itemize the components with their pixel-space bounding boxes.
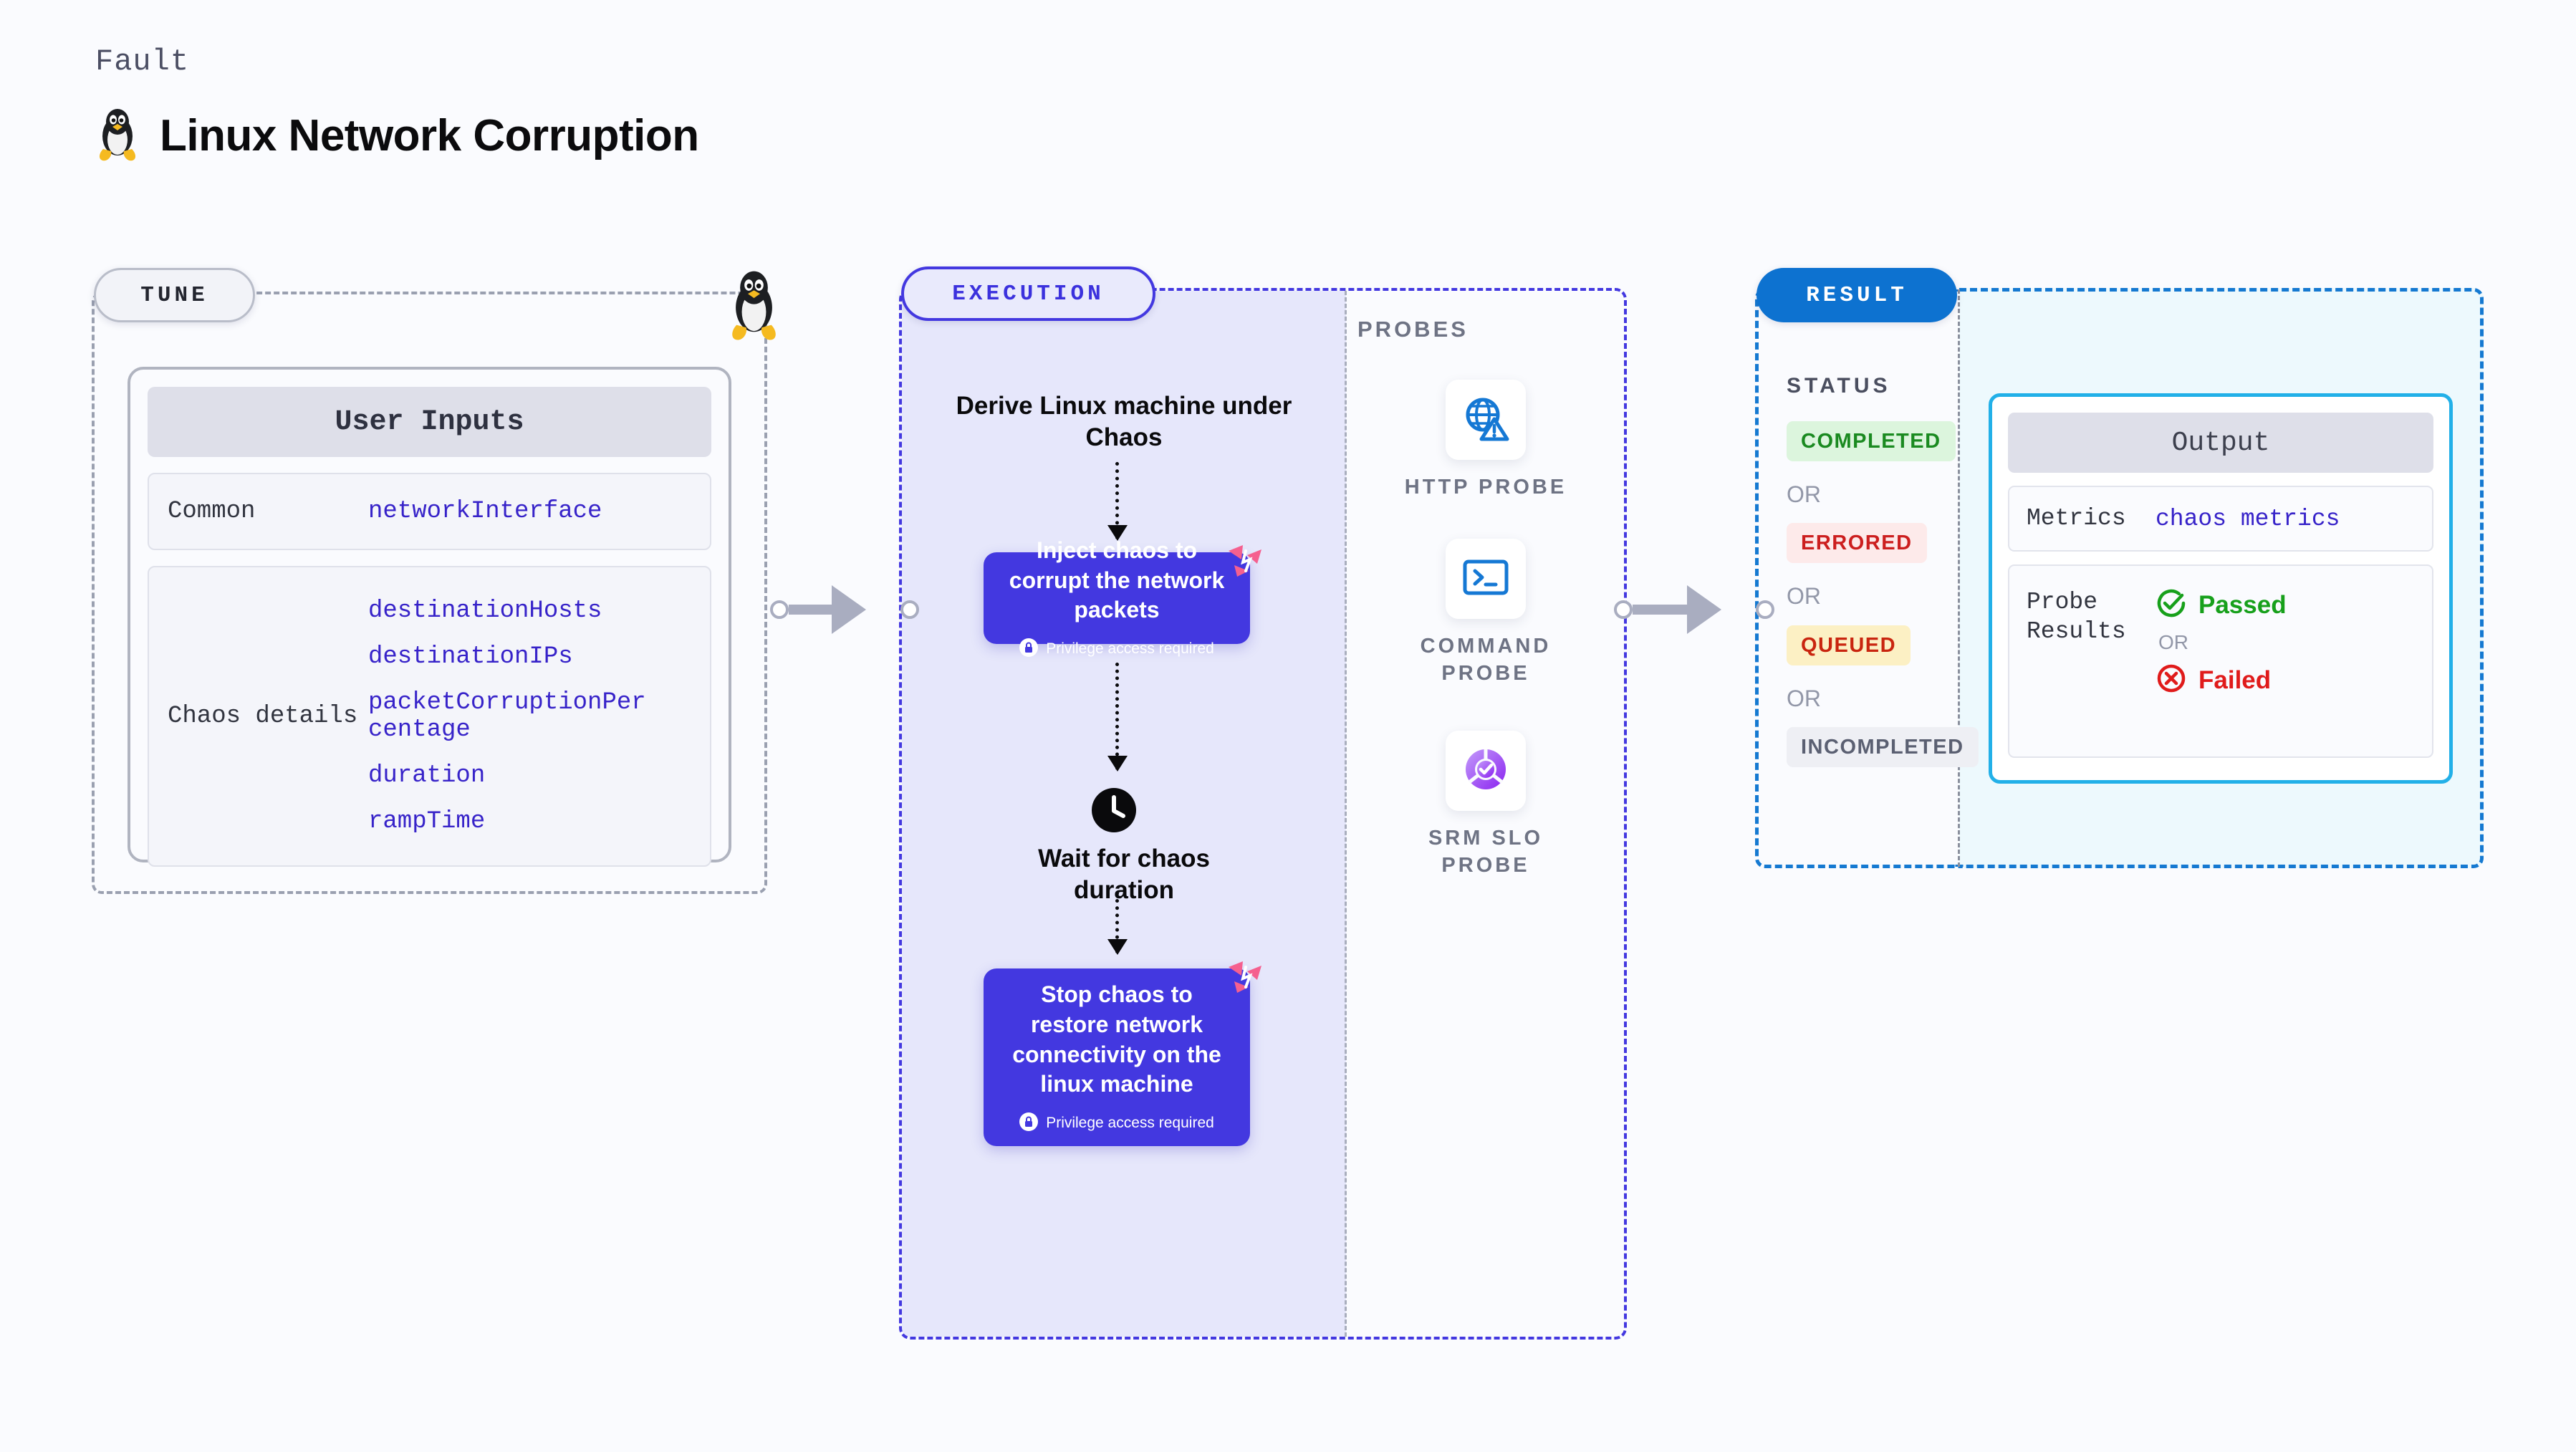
flow-arrow-wait-to-stop [1107,892,1128,955]
probe-results-values: Passed OR Failed [2156,587,2287,698]
x-circle-icon [2156,663,2187,698]
user-inputs-card: User Inputs Common networkInterface Chao… [128,367,731,867]
output-metrics-value[interactable]: chaos metrics [2156,505,2340,532]
connector-probes-to-result [1614,585,1774,634]
probes-section-label: PROBES [1357,317,1469,342]
connector-dot [1756,600,1774,619]
check-circle-icon [2156,587,2187,622]
title-row: Linux Network Corruption [95,106,699,165]
output-probe-results-label: Probe Results [2027,589,2126,645]
probe-srm-slo[interactable]: SRM SLO PROBE [1403,731,1568,879]
probe-tile [1446,380,1526,460]
status-or-label: OR [1787,686,1821,711]
lock-icon [1019,638,1039,660]
result-panel-divider [1958,289,1960,867]
linux-penguin-icon [95,106,140,165]
probe-tile [1446,539,1526,619]
input-group-common: Common networkInterface [148,473,711,550]
output-probe-results-row: Probe Results Passed OR [2008,564,2433,758]
step-stop-title: Stop chaos to restore network connectivi… [1012,981,1221,1097]
connector-dot [1614,600,1633,619]
execution-probes-panel [899,288,1627,1340]
input-group-label: Chaos details [168,702,358,730]
terminal-icon [1462,558,1509,600]
execution-probes-divider [1345,291,1347,1337]
probe-http[interactable]: HTTP PROBE [1403,380,1568,501]
probe-command[interactable]: COMMAND PROBE [1403,539,1568,687]
step-derive-label: Derive Linux machine under Chaos [956,392,1292,452]
status-or-label: OR [1787,481,1821,507]
probe-label: COMMAND PROBE [1420,635,1552,685]
user-inputs-header: User Inputs [148,387,711,457]
input-group-label: Common [168,497,256,525]
probe-tile [1446,731,1526,811]
probe-result-passed-label: Passed [2198,590,2287,619]
privilege-note: Privilege access required [1019,1112,1214,1135]
input-value[interactable]: duration [368,762,486,790]
status-badge-completed: COMPLETED [1787,421,1956,461]
globe-warning-icon [1462,395,1509,446]
output-metrics-row: Metrics chaos metrics [2008,486,2433,552]
output-metrics-label: Metrics [2027,505,2126,532]
page-header: Fault Linux Network Corruption [95,44,699,165]
execution-pill: EXECUTION [901,266,1155,321]
status-section-label: STATUS [1787,374,1891,398]
clock-icon [1092,788,1136,832]
probe-result-passed: Passed [2156,587,2287,622]
privilege-note: Privilege access required [1019,638,1214,660]
status-badge-incompleted: INCOMPLETED [1787,727,1979,767]
output-header: Output [2008,413,2433,473]
privilege-note-text: Privilege access required [1046,1115,1214,1132]
lock-icon [1019,1112,1039,1135]
result-pill: RESULT [1756,268,1957,322]
step-stop-chaos-card[interactable]: Stop chaos to restore network connectivi… [984,968,1250,1146]
connector-line [789,605,832,615]
harness-logo-icon [1224,957,1266,999]
input-value[interactable]: packetCorruptionPercentage [368,688,646,744]
connector-dot [900,600,919,619]
output-card: Output Metrics chaos metrics Probe Resul… [1989,393,2453,784]
linux-penguin-icon [727,266,781,345]
connector-tune-to-execution [770,585,919,634]
page-title: Linux Network Corruption [160,111,699,160]
status-badge-queued: QUEUED [1787,625,1911,665]
flow-arrow-derive-to-inject [1107,462,1128,541]
probe-label: HTTP PROBE [1404,476,1567,499]
connector-dot [770,600,789,619]
input-value[interactable]: destinationIPs [368,643,573,670]
probe-label: SRM SLO PROBE [1428,827,1544,877]
flow-arrow-inject-to-wait [1107,663,1128,771]
connector-line [1633,605,1687,615]
input-value[interactable]: networkInterface [368,497,602,525]
input-value-list: destinationHosts destinationIPs packetCo… [368,597,655,835]
input-group-chaos-details: Chaos details destinationHosts destinati… [148,566,711,867]
slo-check-icon [1460,744,1512,799]
connector-arrowhead [832,585,900,634]
status-or-label: OR [1787,583,1821,609]
input-value[interactable]: destinationHosts [368,597,602,625]
status-badge-errored: ERRORED [1787,523,1927,563]
connector-arrowhead [1687,585,1756,634]
input-value-list: networkInterface [368,498,602,525]
privilege-note-text: Privilege access required [1046,640,1214,658]
step-wait-label: Wait for chaos duration [1038,845,1210,905]
input-value[interactable]: rampTime [368,808,486,836]
step-inject-chaos-card[interactable]: Inject chaos to corrupt the network pack… [984,537,1250,657]
harness-logo-icon [1224,541,1266,582]
probe-result-or-label: OR [2158,631,2188,653]
fault-kicker: Fault [95,44,190,79]
tune-pill: TUNE [94,268,255,322]
step-inject-title: Inject chaos to corrupt the network pack… [1009,537,1225,623]
probe-result-failed-label: Failed [2198,665,2272,694]
probe-result-failed: Failed [2156,663,2287,698]
